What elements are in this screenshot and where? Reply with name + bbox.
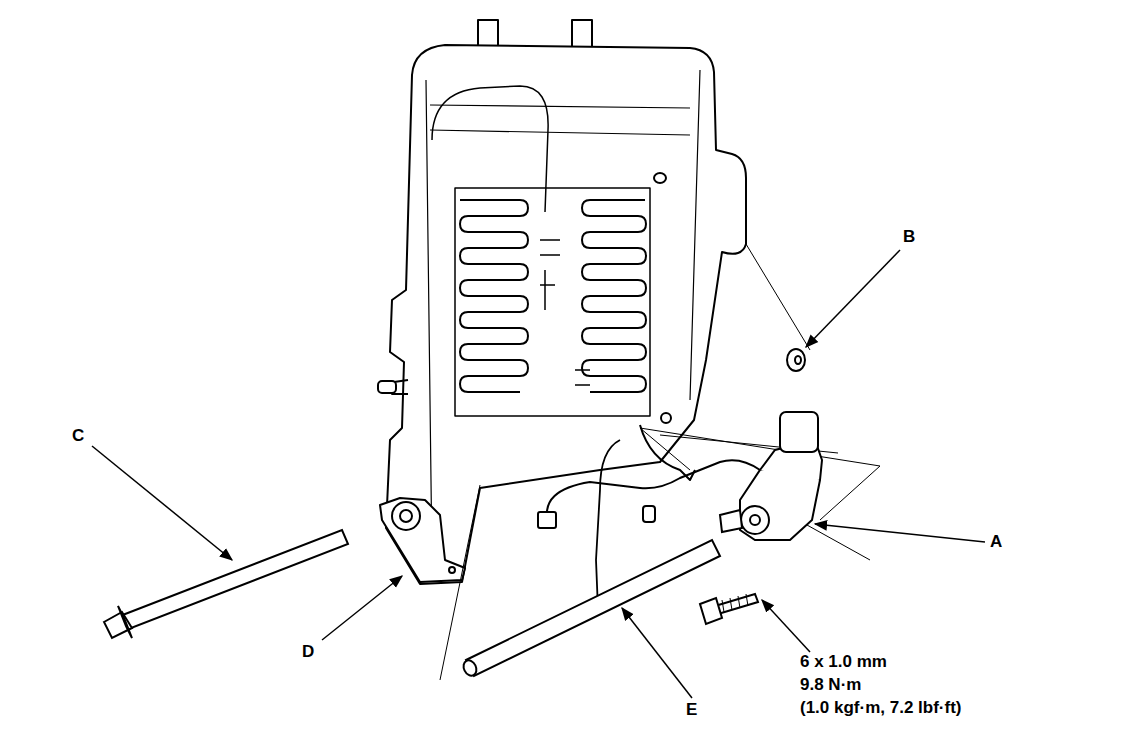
line-art [449,567,455,573]
line-art [654,173,666,183]
line-art [455,188,650,416]
part-letter: E [686,700,697,720]
line-art [596,440,620,610]
part-letter: D [302,642,314,662]
line-art [430,105,690,135]
line-art [92,446,232,560]
torque-value: 9.8 N·m [800,675,861,695]
motor-a [538,412,822,540]
seat-frame [378,20,746,610]
line-art [538,512,556,528]
tube-e [461,540,720,678]
line-art [386,45,746,584]
line-art [661,413,671,423]
leader-lines [92,250,985,698]
line-art [540,240,590,385]
line-art [715,594,758,614]
line-art [806,250,900,347]
line-art [643,506,655,522]
line-art [392,502,420,530]
torque-conversion: (1.0 kgf·m, 7.2 lbf·ft) [800,698,962,718]
line-art [700,598,722,624]
line-art [780,412,818,452]
line-art [640,425,695,480]
shaft-c [104,530,348,638]
line-art [378,381,396,393]
washer-b [787,349,805,371]
line-art [762,600,810,652]
line-art [746,244,810,350]
part-letter: C [72,426,84,446]
line-art [722,594,748,612]
line-art [815,524,985,542]
bolt-size: 6 x 1.0 mm [800,652,887,672]
part-letter: B [903,227,915,247]
line-art [461,658,479,678]
line-art [380,498,465,582]
line-art [118,606,132,638]
line-art [741,506,769,534]
line-art [795,356,801,364]
line-art [120,530,348,630]
part-letter: A [990,532,1002,552]
line-art [787,349,805,371]
line-art [432,86,548,212]
line-art [460,200,528,392]
line-art [466,540,720,676]
line-art [440,485,480,680]
line-art [660,435,870,560]
line-art [582,200,646,392]
line-art [720,510,742,532]
line-art [622,608,692,698]
line-art [322,576,402,640]
line-art [750,515,760,525]
bolt [700,594,758,624]
line-art [400,510,412,522]
guide-lines [440,244,880,680]
